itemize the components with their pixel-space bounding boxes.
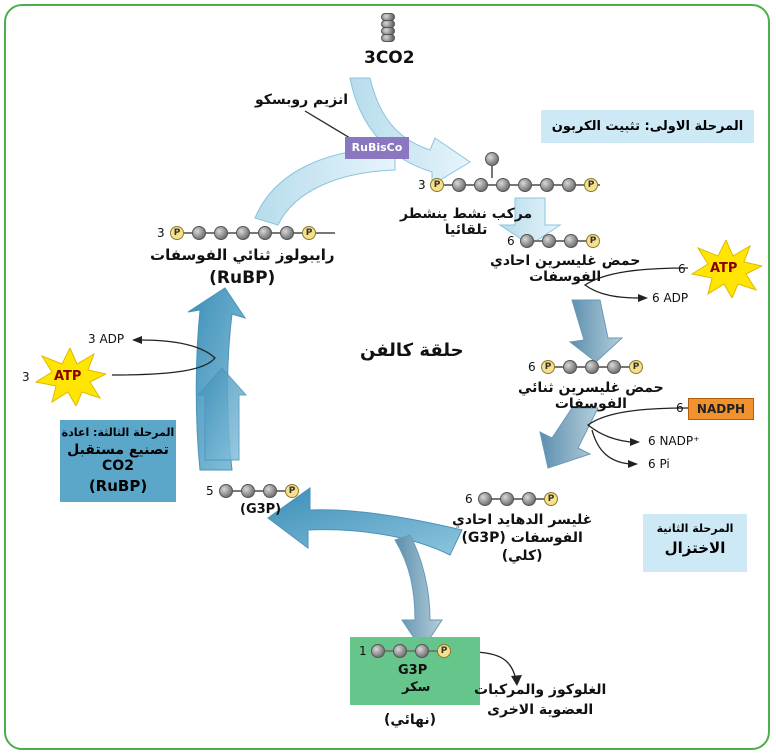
output-final-label: (نهائي) <box>384 712 436 728</box>
adp-left-label: 3 ADP <box>88 332 125 346</box>
co2-molecules-icon <box>381 13 395 42</box>
pi-label: 6 Pi <box>648 457 670 471</box>
atp-right-in <box>583 267 689 299</box>
g3p-total-label: غليسر الدهايد احادي الفوسفات (G3P) (كلي) <box>452 512 593 564</box>
pi-out <box>591 429 631 465</box>
output-molecule: P <box>371 644 451 660</box>
atp-left-in <box>111 339 216 376</box>
stage1-box: المرحلة الاولى: تثبيت الكربون <box>541 110 754 143</box>
atp-right-starburst-icon <box>690 240 762 298</box>
cycle-name: حلقة كالفن <box>360 340 464 361</box>
bpga-molecule: P P <box>541 360 643 376</box>
bpga-label: حمض غليسرين ثنائي الفوسفات <box>518 380 664 412</box>
enzyme-label: انزيم روبسكو <box>255 92 349 108</box>
reduction-arrow-1 <box>568 299 624 363</box>
atp-right-count: 6 <box>678 262 686 276</box>
regeneration-arrow-2 <box>196 367 248 461</box>
rubp-count: 3 <box>157 226 165 240</box>
g3p-recycle-molecule: P <box>219 484 299 500</box>
pga-count: 6 <box>507 234 515 248</box>
rubp-arc-arrow <box>254 147 396 226</box>
products-label: الغلوكوز والمركبات العضوية الاخرى <box>474 682 607 718</box>
intermediate-molecule: P P <box>430 178 605 194</box>
rubp-label: رايبولوز ثنائي الفوسفات (RuBP) <box>150 246 335 288</box>
reduction-arrow-2 <box>539 407 599 469</box>
nadph-in <box>586 407 689 443</box>
stage2-box: المرحلة الثانية الاختزال <box>643 514 747 572</box>
atp-left-starburst-icon <box>34 348 106 406</box>
rubp-molecule: P P <box>170 226 345 242</box>
output-g3p-label: G3P <box>398 663 428 678</box>
figure-frame <box>4 4 770 750</box>
nadph-box: NADPH <box>688 398 754 420</box>
atp-left-label: ATP <box>54 369 82 384</box>
intermediate-branch-carbon <box>485 152 499 166</box>
output-count: 1 <box>359 644 367 658</box>
adp-right-label: 6 ADP <box>652 291 689 305</box>
pga-label: حمض غليسرين احادي الفوسفات <box>490 253 641 285</box>
g3p-total-molecule: P <box>478 492 558 508</box>
atp-left-count: 3 <box>22 370 30 384</box>
intermediate-label: مركب نشط ينشطر تلقائيا <box>400 206 533 238</box>
nadph-count: 6 <box>676 401 684 415</box>
rubisco-box: RuBisCo <box>345 137 409 159</box>
bpga-count: 6 <box>528 360 536 374</box>
co2-input-label: 3CO2 <box>364 48 415 68</box>
stage3-box: المرحلة الثالثة: اعادة تصنيع مستقبل CO2 … <box>60 420 176 502</box>
intermediate-count: 3 <box>418 178 426 192</box>
g3p-recycle-label: (G3P) <box>240 502 282 517</box>
output-sugar-label: سكر <box>402 680 431 695</box>
pga-molecule: P <box>520 234 600 250</box>
nadp-label: 6 NADP⁺ <box>648 434 700 448</box>
g3p-recycle-count: 5 <box>206 484 214 498</box>
atp-right-label: ATP <box>710 261 738 276</box>
g3p-total-count: 6 <box>465 492 473 506</box>
output-arrow <box>394 534 443 651</box>
enzyme-pointer <box>304 110 351 139</box>
